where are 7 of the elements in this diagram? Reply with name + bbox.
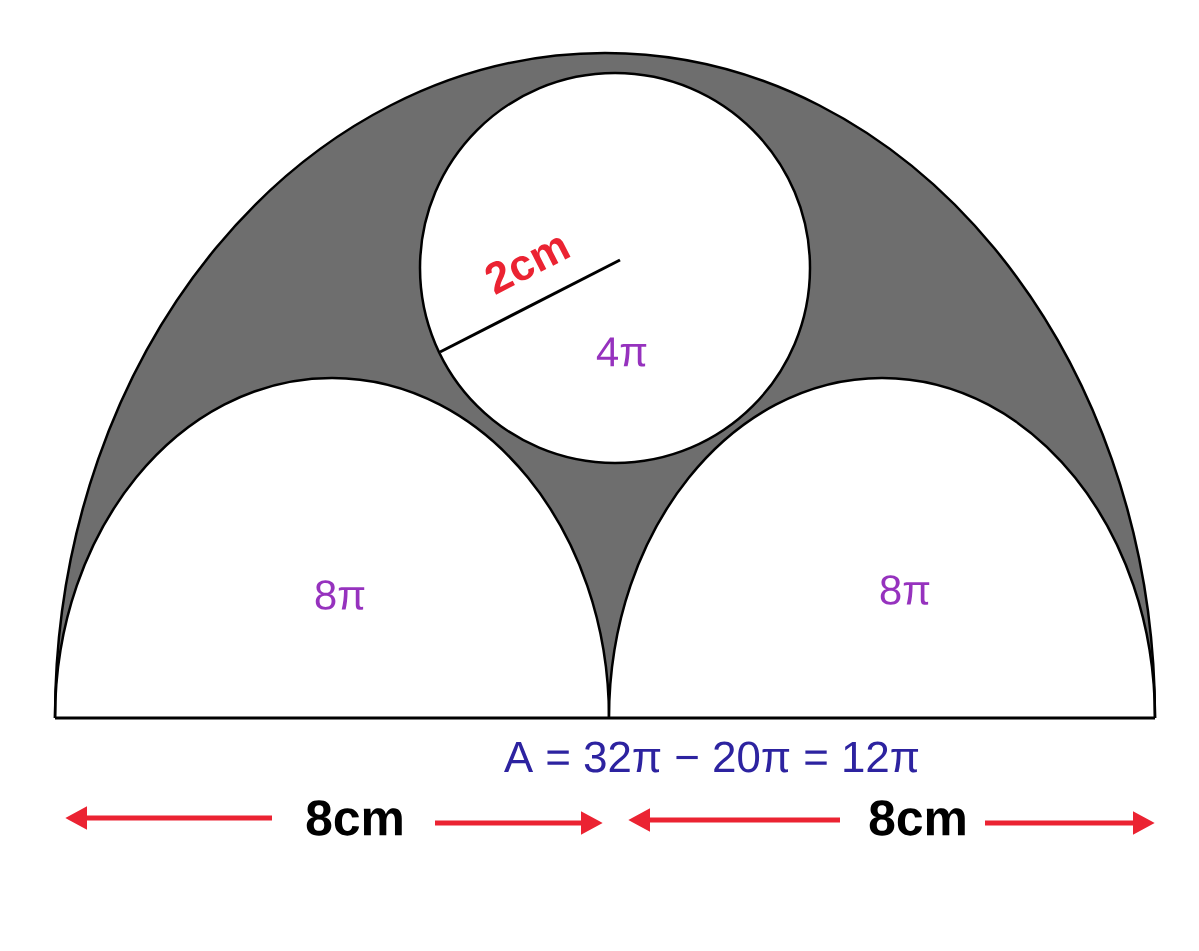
dimension-label: 8cm (306, 800, 402, 836)
area-formula: A = 32π − 20π = 12π (504, 741, 919, 773)
measure-label: 4π (596, 337, 647, 367)
dimension-label: 8cm (869, 800, 965, 836)
measure-label: 8π (880, 575, 930, 605)
measure-label: 8π (315, 580, 365, 610)
measure-label: 2cm (485, 238, 571, 295)
